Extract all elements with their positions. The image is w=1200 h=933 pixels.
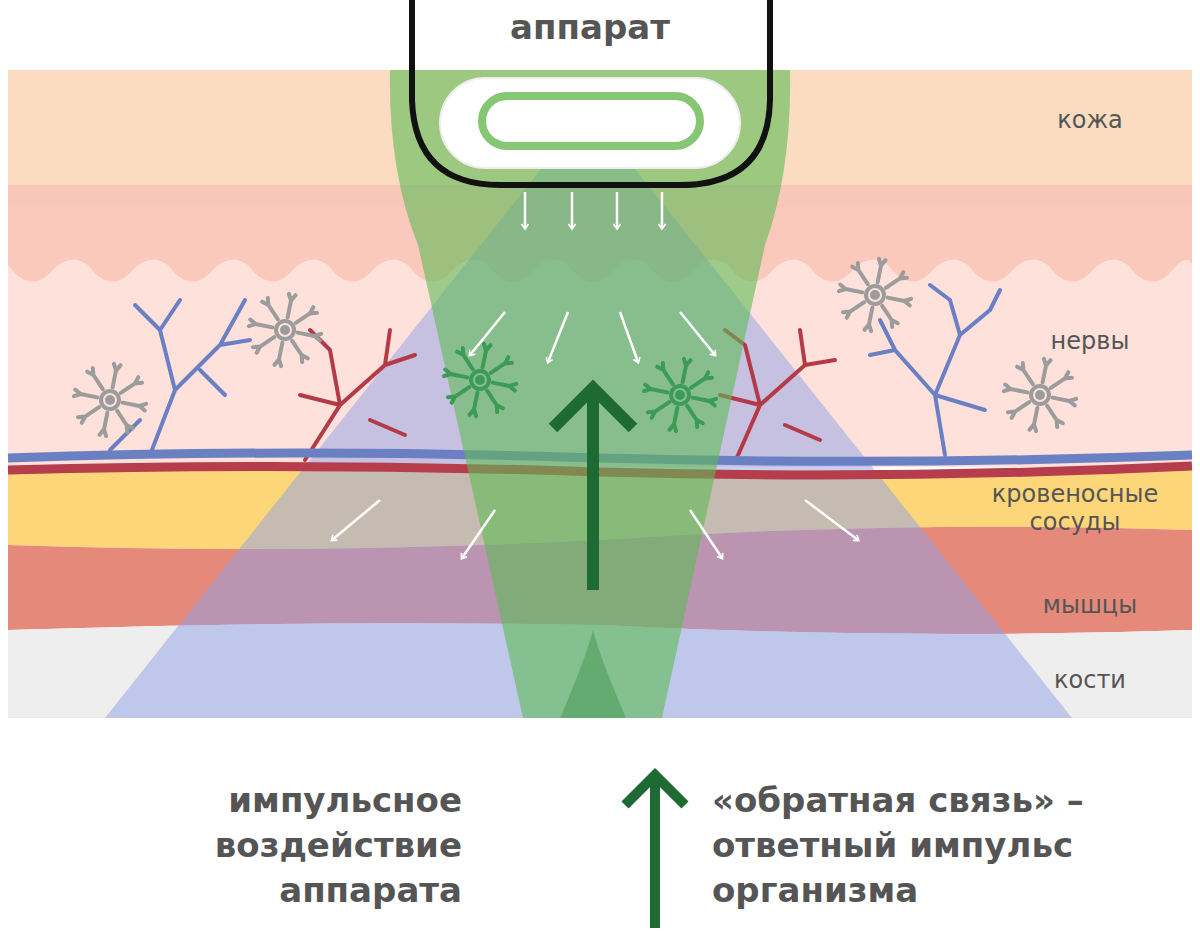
layer-label: кожа [1057, 106, 1123, 134]
ground-top [0, 0, 1200, 70]
layer-band: кровеносные сосуды [8, 470, 1192, 545]
neuron-symbol [249, 294, 321, 366]
layer-band: кости [8, 630, 1192, 718]
device-lens-ring [482, 96, 700, 146]
neuron-symbol [444, 344, 516, 416]
layer-label: кровеносные сосуды [985, 480, 1165, 536]
neuron-symbol [1004, 359, 1076, 431]
device-lens [440, 78, 740, 168]
layer-band: мышцы [8, 545, 1192, 630]
cone-tip [560, 630, 626, 718]
layer-label: мышцы [1043, 591, 1137, 619]
skin-band [8, 70, 1192, 185]
device-box: аппарат [430, 0, 750, 62]
device-outline [412, 0, 770, 185]
layer-band: кожа [8, 70, 1192, 185]
neuron-symbol [839, 259, 911, 331]
impulse-caption: импульсное воздействие аппарата [162, 778, 462, 913]
device-cone [390, 70, 790, 718]
neuron-symbol [644, 359, 716, 431]
legend-arrow [625, 775, 685, 928]
layer-label: нервы [1051, 327, 1130, 355]
feedback-caption: «обратная связь» – ответный импульс орга… [712, 778, 1132, 913]
device-label: аппарат [510, 8, 670, 46]
neurons [74, 259, 1076, 436]
feedback-arrow [553, 388, 633, 590]
layer-band: нервы [8, 185, 1192, 465]
neuron-symbol [74, 364, 146, 436]
layer-label: кости [1054, 666, 1126, 694]
